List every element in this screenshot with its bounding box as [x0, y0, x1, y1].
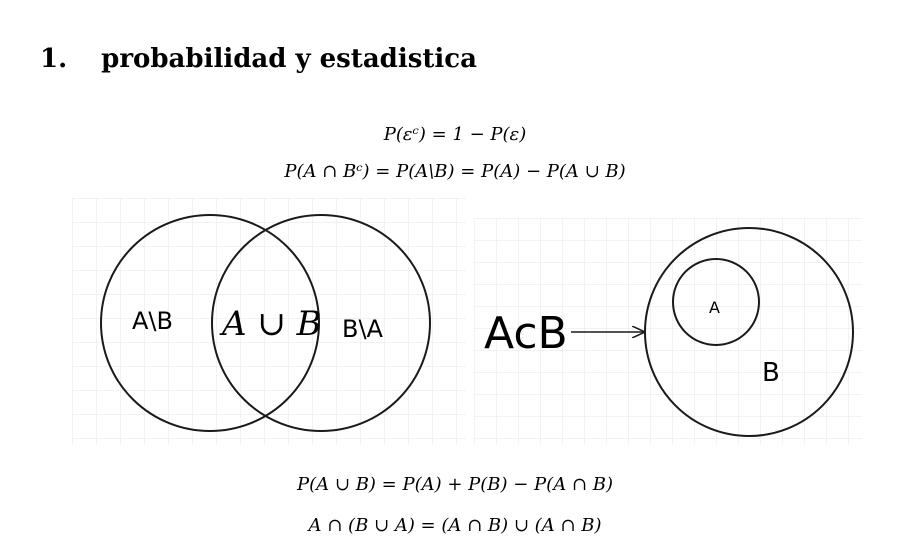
- equation-complement: P(εᶜ) = 1 − P(ε): [383, 124, 527, 145]
- venn-diagram-figure: A\B A ∪ B B\A: [72, 198, 466, 444]
- venn-diagram: A\B A ∪ B B\A: [72, 198, 466, 444]
- outer-circle-b: [644, 227, 854, 437]
- subset-diagram: AcB A B: [474, 218, 862, 444]
- section-heading: 1. probabilidad y estadistica: [40, 44, 477, 74]
- label-b-minus-a: B\A: [342, 315, 384, 343]
- label-a-union-b: A ∪ B: [219, 304, 322, 344]
- equation-union: P(A ∪ B) = P(A) + P(B) − P(A ∩ B): [297, 474, 613, 495]
- equation-distributive: A ∩ (B ∪ A) = (A ∩ B) ∪ (A ∩ B): [308, 515, 602, 536]
- equation-difference: P(A ∩ Bᶜ) = P(A\B) = P(A) − P(A ∪ B): [284, 161, 626, 182]
- circle-a: [100, 214, 320, 432]
- outer-label-b: B: [762, 358, 780, 388]
- inner-circle-a: [672, 258, 760, 346]
- grid-background: [474, 218, 862, 444]
- section-title: probabilidad y estadistica: [101, 44, 477, 74]
- subset-diagram-figure: AcB A B: [474, 218, 862, 444]
- inner-label-a: A: [709, 298, 720, 317]
- circle-b: [211, 214, 431, 432]
- label-a-minus-b: A\B: [132, 307, 173, 335]
- relation-label: AcB: [484, 308, 568, 359]
- section-number: 1.: [40, 44, 68, 74]
